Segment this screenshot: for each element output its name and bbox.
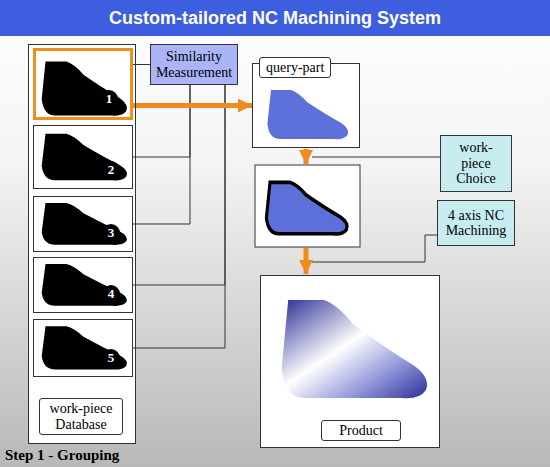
box-caption: query-part: [259, 57, 331, 78]
box-label: Similarity Measurement: [155, 49, 233, 80]
step-box: 4 axis NC Machining: [437, 200, 515, 246]
box-label: work-piece Choice: [445, 140, 507, 186]
query-shoe: [267, 90, 348, 139]
database-panel: 1 2 3 4 5 work-piece Database: [28, 44, 136, 444]
title-bar: Custom-tailored NC Machining System: [0, 0, 550, 36]
workpiece-box: [255, 165, 360, 247]
leader-line: [312, 157, 440, 262]
shoe-silhouette: [42, 62, 127, 370]
box-caption: work-piece Database: [39, 398, 123, 435]
callout-number: 2: [102, 161, 120, 179]
connector-line: [133, 85, 225, 348]
workpiece-slot: 3: [33, 196, 133, 252]
process-arrow: [133, 103, 252, 108]
callout-number: 5: [102, 349, 120, 367]
workpiece-shoe: [266, 182, 347, 234]
image-box: Product: [260, 275, 440, 448]
panel-ground: [28, 44, 136, 444]
workpiece-slot: 1: [33, 48, 133, 120]
callout-number: 1: [100, 90, 118, 108]
step-label: Step 1 - Grouping: [5, 447, 119, 464]
callout-number: 4: [102, 285, 120, 303]
step-box: work-piece Choice: [440, 135, 512, 192]
process-arrow: [304, 149, 309, 274]
process-box: Similarity Measurement: [150, 44, 238, 85]
workpiece-slot: 5: [33, 319, 133, 377]
connector-line: [133, 85, 225, 285]
callout-number: 3: [102, 224, 120, 242]
workpiece-slot: 2: [33, 125, 133, 189]
image-box: query-part: [252, 63, 360, 148]
workpiece-slot: 4: [33, 257, 133, 313]
box-label: 4 axis NC Machining: [442, 208, 510, 239]
image-ground: [260, 275, 440, 448]
product-shoe: [282, 300, 427, 398]
box-caption: Product: [321, 420, 401, 441]
connector-line: [133, 85, 190, 157]
